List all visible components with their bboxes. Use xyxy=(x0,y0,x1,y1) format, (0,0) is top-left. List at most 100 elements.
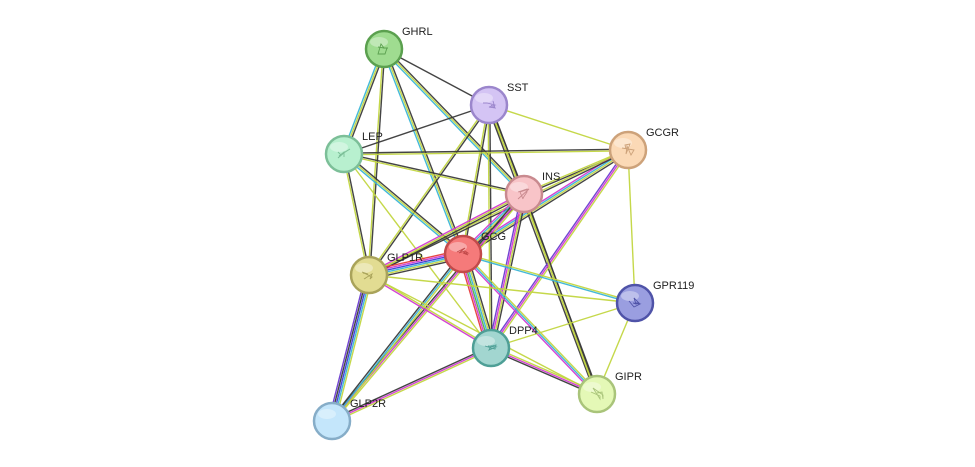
edge-line-black xyxy=(384,47,526,194)
node-highlight xyxy=(370,37,388,47)
edge-line-yellow xyxy=(463,252,599,394)
edge-line-cyan xyxy=(332,275,372,422)
edge-ins-glp1r xyxy=(367,191,526,278)
node-sst[interactable]: SST xyxy=(469,82,529,125)
protein-structure-icon xyxy=(456,247,470,256)
edge-line-yellow xyxy=(522,194,597,395)
edge-line-yellow xyxy=(463,252,636,303)
edge-line-black xyxy=(463,151,630,257)
edge-line-yellow xyxy=(368,193,525,276)
edge-lep-gcgr xyxy=(343,148,629,156)
edge-line-yellow xyxy=(367,104,489,275)
edge-line-yellow xyxy=(488,104,629,151)
node-highlight xyxy=(330,142,348,152)
edge-dpp4-gipr xyxy=(490,345,598,397)
edge-line-yellow xyxy=(332,348,493,424)
node-label-lep: LEP xyxy=(362,131,383,143)
edge-line-yellow xyxy=(343,154,524,196)
edge-gcg-gipr xyxy=(461,252,599,396)
edge-ghrl-sst xyxy=(383,48,490,106)
edge-lep-ins xyxy=(343,152,525,196)
edge-line-black xyxy=(329,274,369,421)
edge-line-magenta xyxy=(489,193,524,348)
edge-line-magenta xyxy=(331,347,492,422)
protein-structure-icon xyxy=(377,43,388,55)
edge-sst-glp1r xyxy=(367,104,491,276)
edge-line-yellow xyxy=(332,194,526,423)
edge-line-blue xyxy=(331,274,370,422)
node-ghrl[interactable]: GHRL xyxy=(364,26,433,69)
edge-line-black xyxy=(344,152,525,194)
node-lep[interactable]: LEP xyxy=(324,131,383,174)
edge-line-cyan xyxy=(382,49,524,196)
edge-line-purple xyxy=(328,273,367,421)
node-glp1r[interactable]: GLP1R xyxy=(349,252,423,295)
node-gcg[interactable]: GCG xyxy=(443,231,506,274)
edge-line-magenta xyxy=(367,191,524,275)
edge-line-black xyxy=(344,153,371,275)
edge-line-yellow xyxy=(344,150,629,156)
edge-line-yellow xyxy=(491,150,630,350)
edge-line-black xyxy=(384,48,466,254)
edge-line-black xyxy=(330,345,491,421)
node-highlight xyxy=(477,336,495,346)
node-highlight xyxy=(583,382,601,392)
edge-line-black xyxy=(343,104,490,155)
edge-dpp4-gpr119 xyxy=(490,302,636,349)
edge-line-black xyxy=(492,194,528,349)
node-label-glp1r: GLP1R xyxy=(387,252,423,264)
edge-line-black xyxy=(489,104,493,348)
node-highlight xyxy=(621,291,639,301)
edge-line-cyan xyxy=(331,253,464,422)
edge-line-black xyxy=(343,148,628,154)
edge-line-magenta xyxy=(368,275,491,350)
protein-structure-icon xyxy=(628,297,642,308)
edge-line-yellow xyxy=(368,274,636,304)
edge-line-magenta xyxy=(490,149,629,349)
edge-line-yellow xyxy=(334,275,373,423)
edges-layer xyxy=(328,47,636,424)
node-highlight xyxy=(318,409,336,419)
node-circle-gcg[interactable] xyxy=(443,234,483,274)
node-gpr119[interactable]: GPR119 xyxy=(615,280,694,323)
node-circle-glp2r[interactable] xyxy=(312,401,352,441)
edge-sst-lep xyxy=(343,104,490,155)
edge-glp1r-glp2r xyxy=(328,273,373,423)
node-ins[interactable]: INS xyxy=(504,171,560,214)
edge-gcgr-dpp4 xyxy=(489,148,630,350)
edge-sst-gcgr xyxy=(488,104,629,151)
node-label-dpp4: DPP4 xyxy=(509,325,538,337)
node-circle-ghrl[interactable] xyxy=(364,29,404,69)
edge-line-yellow xyxy=(343,153,464,255)
edge-line-black xyxy=(330,252,463,421)
edge-line-yellow xyxy=(463,150,629,256)
edge-line-cyan xyxy=(462,254,635,305)
edge-gcgr-gpr119 xyxy=(627,149,636,304)
node-glp2r[interactable]: GLP2R xyxy=(312,398,386,441)
edge-line-black xyxy=(369,105,491,276)
node-dpp4[interactable]: DPP4 xyxy=(471,325,538,368)
protein-structure-icon xyxy=(621,143,635,156)
edge-glp1r-gpr119 xyxy=(368,274,636,304)
node-label-glp2r: GLP2R xyxy=(350,398,386,410)
edge-gcg-gpr119 xyxy=(462,252,636,305)
edge-line-yellow xyxy=(491,345,598,394)
protein-structure-icon xyxy=(517,188,530,200)
edge-line-yellow xyxy=(342,154,369,276)
node-highlight xyxy=(510,182,528,192)
node-label-ins: INS xyxy=(542,171,560,183)
edge-ins-dpp4 xyxy=(487,193,528,349)
edge-line-purple xyxy=(487,193,523,348)
edge-line-black xyxy=(463,105,491,255)
edge-line-yellow xyxy=(491,194,526,349)
protein-structure-icon xyxy=(484,344,498,351)
node-gipr[interactable]: GIPR xyxy=(577,371,642,414)
node-gcgr[interactable]: GCGR xyxy=(608,127,679,170)
node-label-ghrl: GHRL xyxy=(402,26,433,38)
edge-line-black xyxy=(490,348,597,397)
edge-line-yellow xyxy=(490,302,636,349)
protein-structure-icon xyxy=(590,387,604,401)
node-circle-sst[interactable] xyxy=(469,85,509,125)
